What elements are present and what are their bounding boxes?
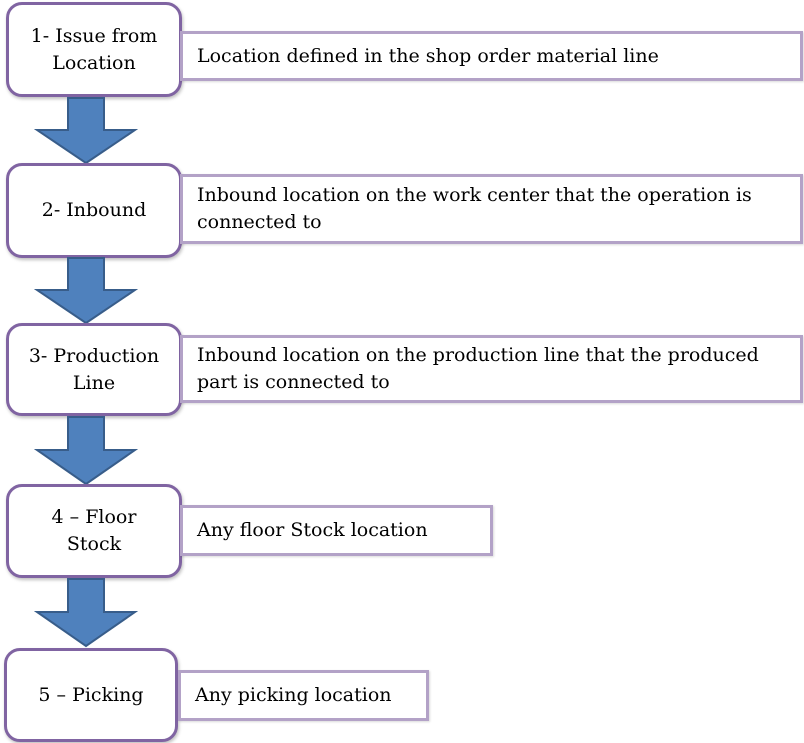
step-5-label: 5 – Picking <box>38 683 144 706</box>
step-3-box: 3- Production Line <box>6 323 182 416</box>
down-arrow-icon <box>34 257 138 325</box>
step-4-box: 4 – Floor Stock <box>6 484 182 578</box>
step-2-description-box: Inbound location on the work center that… <box>180 174 803 244</box>
step-5-box: 5 – Picking <box>4 648 178 742</box>
step-3-description: Inbound location on the production line … <box>197 344 759 393</box>
step-2-box: 2- Inbound <box>6 163 182 258</box>
down-arrow-icon <box>34 578 138 648</box>
step-3-label: 3- Production Line <box>28 344 160 394</box>
step-2-description: Inbound location on the work center that… <box>197 184 752 233</box>
step-1-description: Location defined in the shop order mater… <box>197 44 659 67</box>
down-arrow-icon <box>34 97 138 165</box>
step-1-box: 1- Issue from Location <box>6 2 182 97</box>
step-3-description-box: Inbound location on the production line … <box>180 335 803 403</box>
down-arrow-icon <box>34 416 138 486</box>
step-1-label: 1- Issue from Location <box>30 24 158 74</box>
step-1-description-box: Location defined in the shop order mater… <box>180 31 803 81</box>
step-4-label: 4 – Floor Stock <box>51 506 137 555</box>
step-4-description: Any floor Stock location <box>197 519 428 541</box>
step-2-label: 2- Inbound <box>41 199 147 221</box>
step-4-description-box: Any floor Stock location <box>180 505 493 556</box>
step-5-description-box: Any picking location <box>178 670 429 721</box>
step-5-description: Any picking location <box>195 684 392 706</box>
